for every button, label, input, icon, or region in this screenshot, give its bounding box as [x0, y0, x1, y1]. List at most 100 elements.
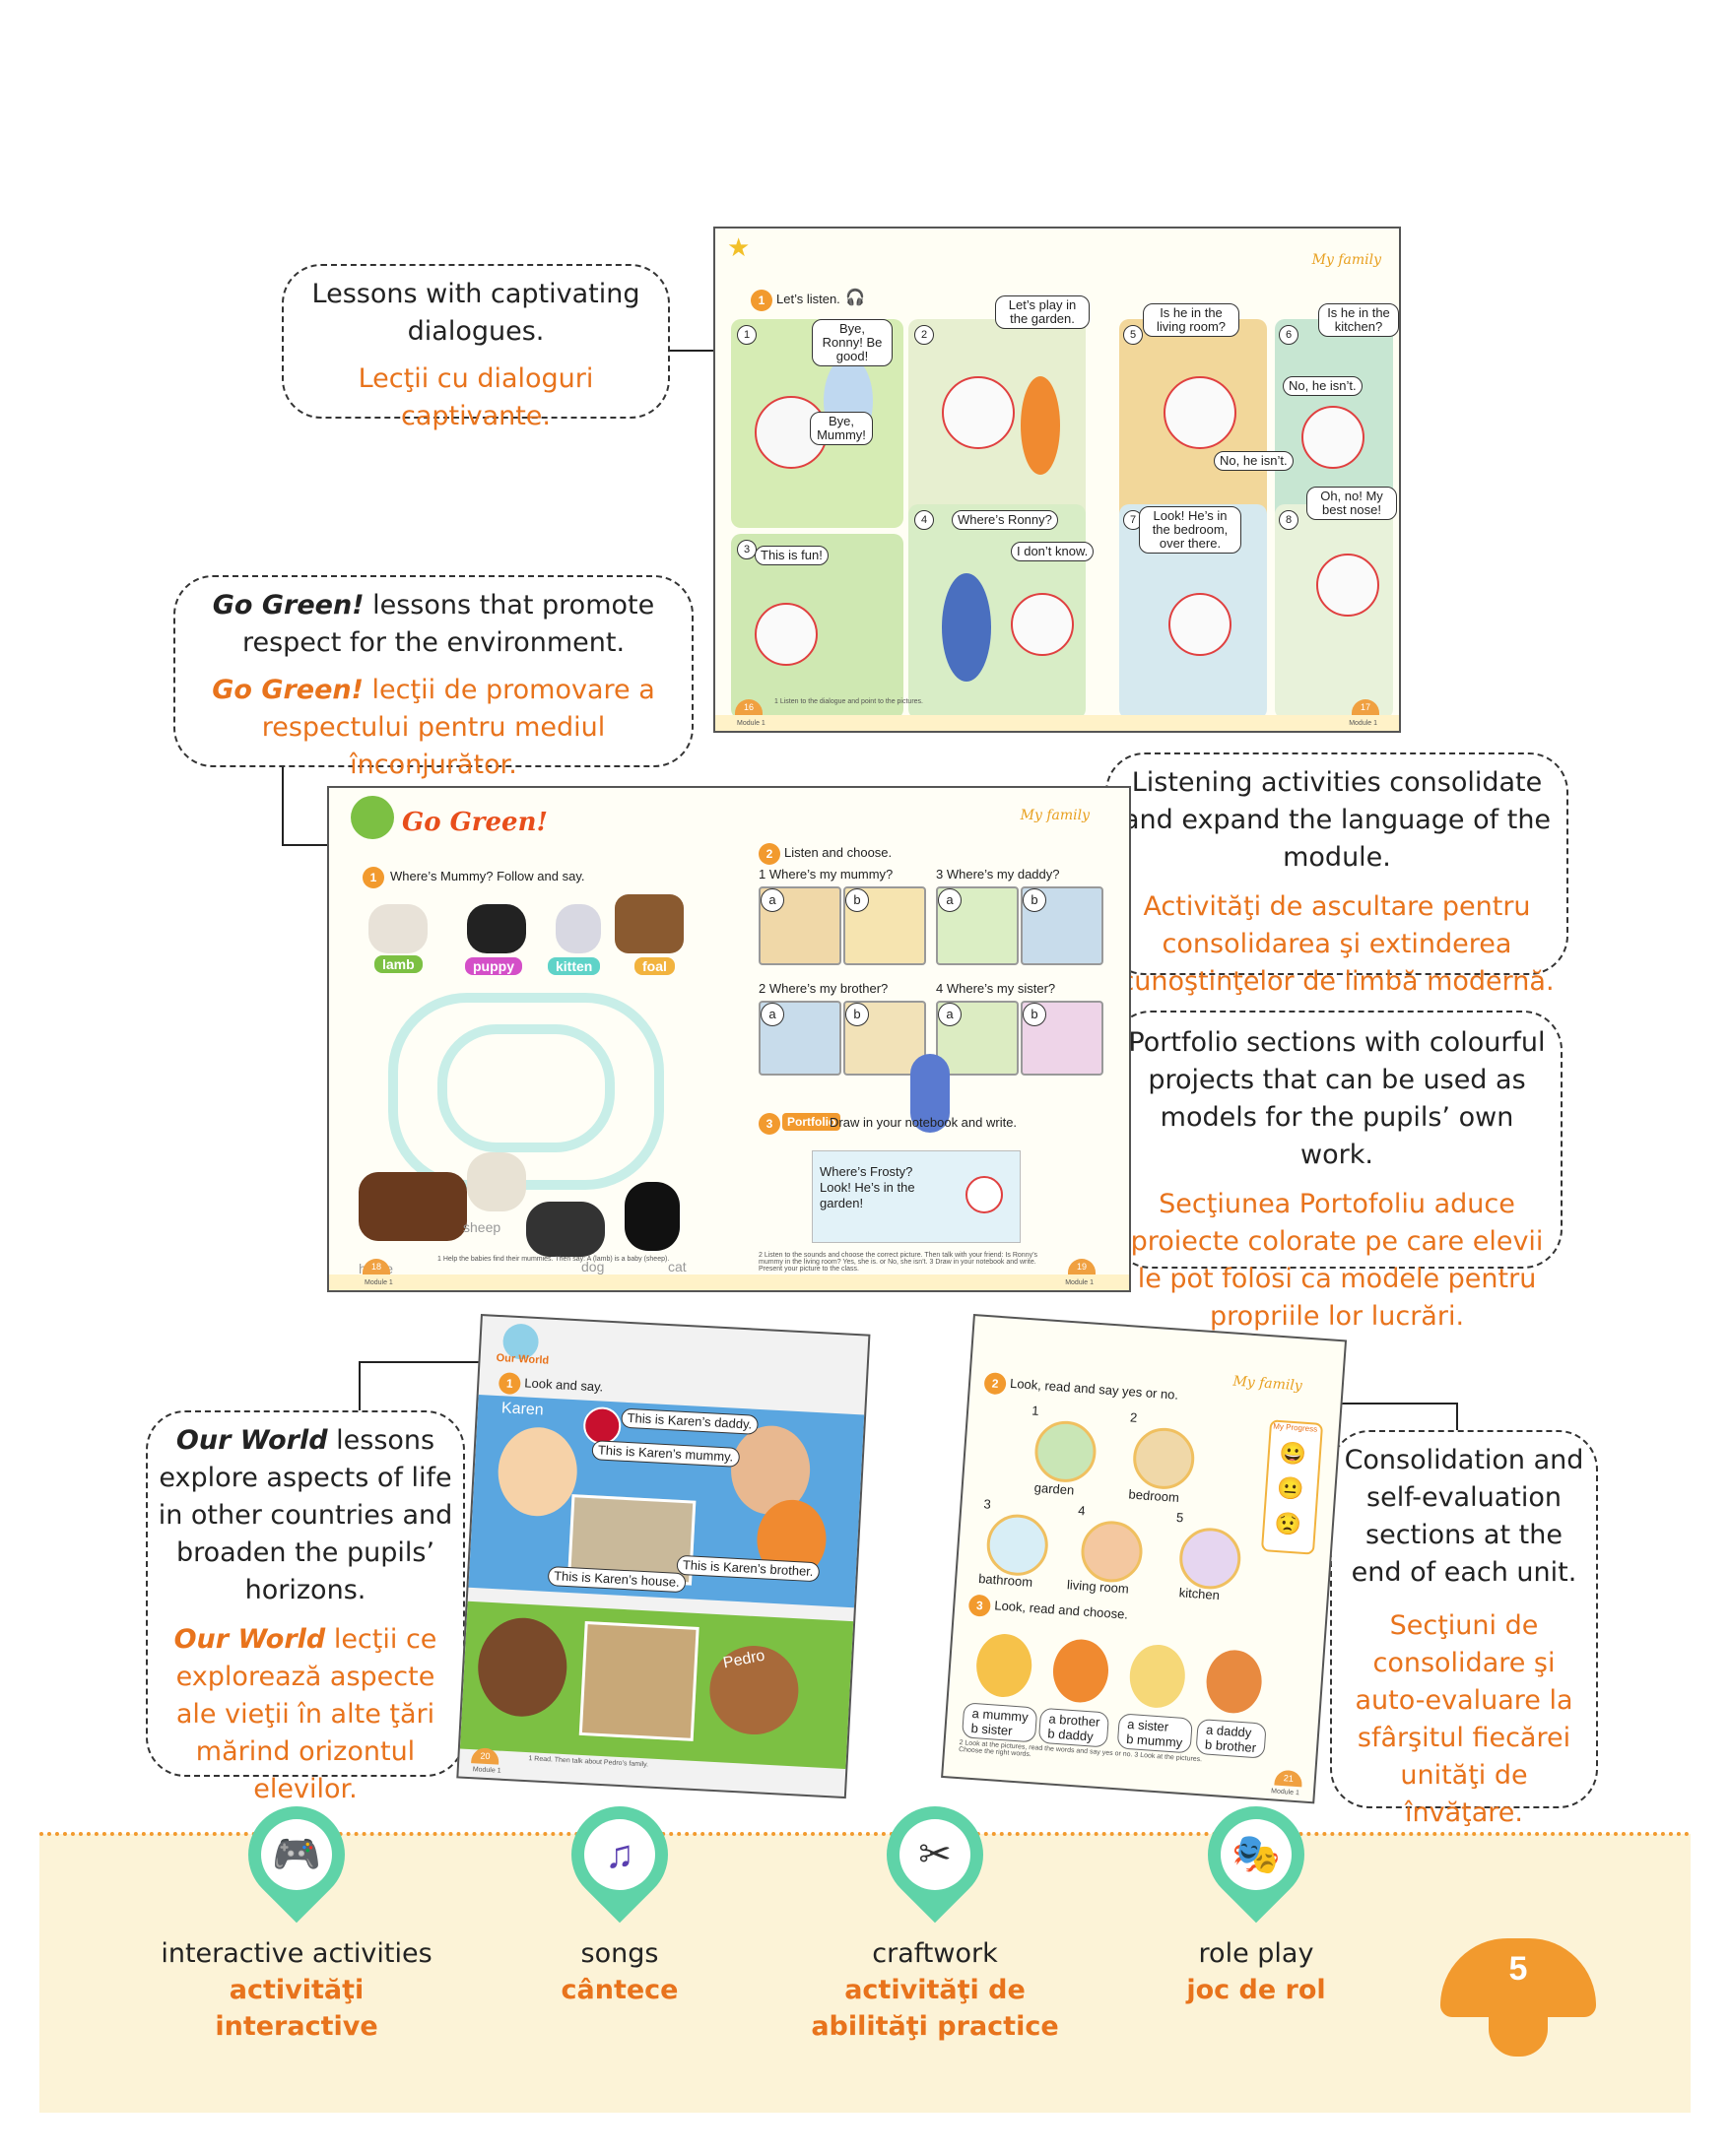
- callout-portfolio: Portfolio sections with colourful projec…: [1111, 1011, 1563, 1332]
- callout-dialogues: Lessons with captivating dialogues. Lecţ…: [282, 264, 670, 431]
- room-number: 1: [1031, 1403, 1040, 1418]
- option-b[interactable]: b: [845, 1003, 869, 1026]
- page1-header: My family: [1311, 252, 1381, 268]
- animal-label: kitten: [548, 957, 601, 975]
- speech-bubble: Where’s Ronny?: [952, 510, 1058, 530]
- speech-bubble: Look! He’s in the bedroom, over there.: [1139, 506, 1241, 554]
- speech-bubble: Let’s play in the garden.: [995, 295, 1090, 329]
- page2-module-left: Module 1: [365, 1279, 393, 1286]
- callout-our-world: Our World lessons explore aspects of lif…: [146, 1410, 465, 1804]
- callout-portfolio-en: Portfolio sections with colourful projec…: [1128, 1027, 1546, 1170]
- smiley-icon: 😐: [1276, 1474, 1305, 1502]
- our-world-logo: Our World: [496, 1351, 550, 1367]
- animal-label: cat: [668, 1259, 687, 1274]
- speech-bubble: I don’t know.: [1011, 542, 1095, 561]
- option-b[interactable]: b: [1023, 1003, 1046, 1026]
- panel-number: 8: [1279, 510, 1298, 530]
- page1-footnote: 1 Listen to the dialogue and point to th…: [774, 698, 923, 705]
- room-number: 2: [1129, 1409, 1138, 1425]
- callout-consolidation: Consolidation and self-evaluation sectio…: [1330, 1430, 1598, 1828]
- callout-go-green: Go Green! lessons that promote respect f…: [173, 575, 694, 780]
- feature-pin-4: 🎭: [1187, 1786, 1325, 1924]
- callout-go-green-ro: lecţii de promovare a respectului pentru…: [261, 675, 655, 780]
- speech-bubble: Is he in the kitchen?: [1318, 303, 1399, 337]
- speech-bubble: Bye, Ronny! Be good!: [812, 319, 893, 366]
- speech-bubble: This is fun!: [755, 546, 829, 565]
- panel-number: 5: [1123, 325, 1143, 345]
- tree-icon: [351, 796, 394, 839]
- option-a[interactable]: a: [761, 888, 784, 912]
- book-page-our-world: Our World 1 Look and say. Karen This is …: [456, 1314, 871, 1799]
- page3-module: Module 1: [472, 1766, 501, 1775]
- animal-label: sheep: [463, 1219, 501, 1235]
- frosty-text: Where’s Frosty? Look! He’s in the garden…: [820, 1164, 915, 1210]
- callout-consolidation-ro: Secţiuni de consolidare şi auto-evaluare…: [1355, 1610, 1573, 1828]
- callout-listening-ro: Activităţi de ascultare pentru consolida…: [1119, 891, 1555, 997]
- room-number: 4: [1077, 1502, 1087, 1519]
- smiley-icon: 😀: [1279, 1440, 1308, 1467]
- callout-go-green-en: lessons that promote respect for the env…: [241, 590, 655, 658]
- dotted-divider: [39, 1832, 1691, 1836]
- page1-instruction: Let’s listen.: [776, 292, 840, 306]
- question: 3 Where’s my daddy?: [936, 867, 1060, 882]
- room-name: bathroom: [977, 1571, 1033, 1590]
- option-b[interactable]: b: [1023, 888, 1046, 912]
- callout-consolidation-en: Consolidation and self-evaluation sectio…: [1344, 1445, 1584, 1588]
- option-a[interactable]: a: [938, 1003, 962, 1026]
- page1-number-left: 16: [735, 699, 763, 715]
- page2-footnote-left: 1 Help the babies find their mummies. Th…: [437, 1256, 670, 1263]
- question: 1 Where’s my mummy?: [759, 867, 894, 882]
- question: 2 Where’s my brother?: [759, 981, 889, 996]
- page2-instruction-3: Draw in your notebook and write.: [830, 1115, 1018, 1130]
- page4-instruction-2: Look, read and say yes or no.: [1009, 1375, 1179, 1403]
- room-name: bedroom: [1128, 1486, 1180, 1506]
- panel-number: 1: [737, 325, 757, 345]
- book-page-consolidation: My family 2 Look, read and say yes or no…: [941, 1314, 1348, 1804]
- room-name: garden: [1033, 1479, 1075, 1498]
- portfolio-tag: Portfolio: [782, 1113, 841, 1131]
- animal-label: puppy: [465, 957, 522, 975]
- page1-step-badge: 1: [751, 290, 772, 311]
- speech-bubble: Oh, no! My best nose!: [1306, 487, 1397, 520]
- page4-module: Module 1: [1270, 1788, 1300, 1797]
- panel-number: 2: [914, 325, 934, 345]
- feature-label-en: craftwork: [872, 1938, 998, 1969]
- feature-label-ro: joc de rol: [1186, 1975, 1326, 2005]
- page-number: 5: [1508, 1950, 1528, 1988]
- question: 4 Where’s my sister?: [936, 981, 1056, 996]
- page2-header: My family: [1020, 808, 1090, 823]
- karen-name: Karen: [500, 1400, 545, 1419]
- speech-bubble: Is he in the living room?: [1143, 303, 1239, 337]
- speech-bubble: No, he isn’t.: [1283, 376, 1363, 396]
- feature-pin-2: ♫: [551, 1786, 689, 1924]
- room-number: 5: [1175, 1509, 1184, 1526]
- headphones-icon: 🎧: [845, 290, 865, 306]
- page2-instruction-2: Listen and choose.: [784, 845, 893, 860]
- option-a[interactable]: a: [938, 888, 962, 912]
- page4-instruction-3: Look, read and choose.: [993, 1598, 1129, 1622]
- page-number-mushroom: 5: [1440, 1938, 1596, 2057]
- room-name: living room: [1066, 1577, 1130, 1597]
- page2-number-left: 18: [363, 1259, 390, 1274]
- smiley-icon: 😟: [1274, 1510, 1303, 1537]
- page4-header: My family: [1231, 1373, 1303, 1395]
- page1-number-right: 17: [1352, 699, 1379, 715]
- animal-label: foal: [634, 957, 675, 975]
- page3-instruction: Look and say.: [524, 1375, 604, 1395]
- feature-label-ro: cântece: [561, 1975, 679, 2005]
- book-page-go-green-spread: Go Green! My family 1 Where’s Mummy? Fol…: [327, 786, 1131, 1292]
- speech-bubble: No, he isn’t.: [1214, 451, 1294, 471]
- gamepad-icon: 🎮: [261, 1819, 332, 1890]
- callout-our-world-en: lessons explore aspects of life in other…: [158, 1425, 453, 1605]
- callout-our-world-ro: lecţii ce explorează aspecte ale vieţii …: [175, 1624, 437, 1804]
- animal-label: lamb: [374, 955, 423, 973]
- callout-our-world-ro-em: Our World: [173, 1624, 326, 1655]
- speech-bubble: Bye, Mummy!: [810, 412, 873, 445]
- option-b[interactable]: b: [845, 888, 869, 912]
- room-name: kitchen: [1178, 1585, 1221, 1603]
- option-a[interactable]: a: [761, 1003, 784, 1026]
